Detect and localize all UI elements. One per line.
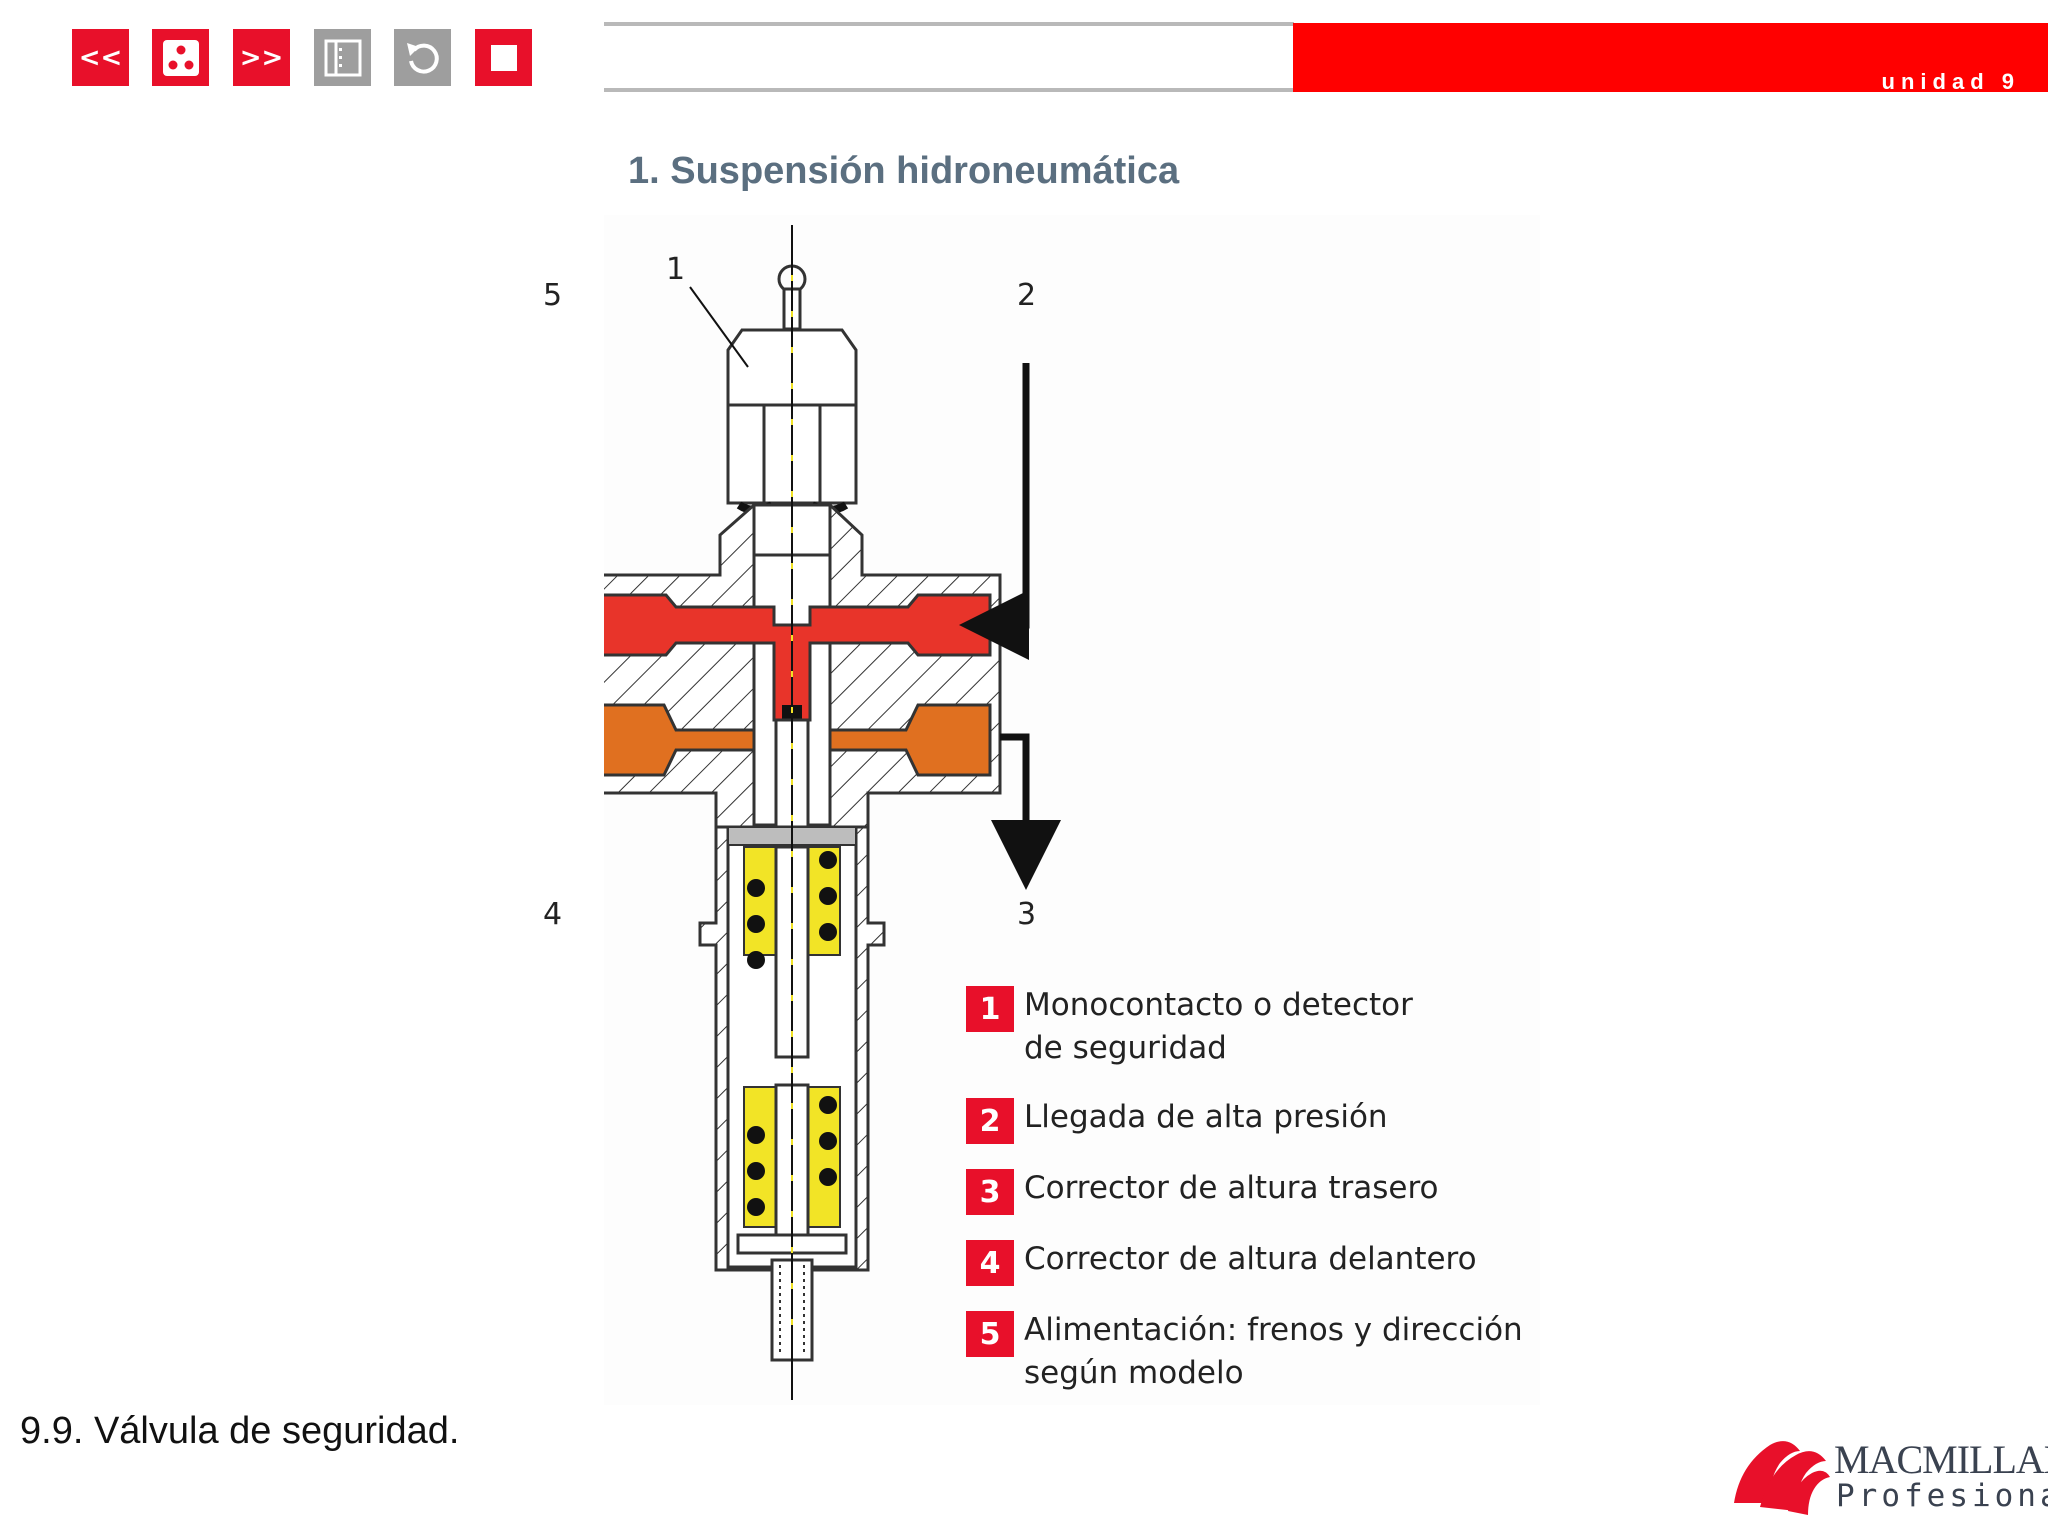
- publisher-logo-icon: [1734, 1441, 1830, 1515]
- contents-button[interactable]: [314, 29, 371, 86]
- legend-item-1: 1 Monocontacto o detector de seguridad: [966, 986, 1413, 1070]
- legend-text-2: Llegada de alta presión: [1024, 1099, 1388, 1135]
- part-number-1: 1: [666, 252, 686, 287]
- previous-label: <<: [78, 42, 123, 73]
- unit-banner: unidad 9: [1293, 23, 2048, 94]
- index-button[interactable]: [152, 29, 209, 86]
- unit-label: unidad 9: [1881, 69, 2020, 94]
- list-icon: [324, 39, 361, 76]
- dice-icon: [162, 39, 199, 76]
- legend-badge-2: 2: [966, 1098, 1014, 1144]
- safety-valve-diagram: [604, 225, 1061, 1400]
- next-label: >>: [239, 42, 284, 73]
- port-label-5: 5: [543, 278, 563, 313]
- legend-text-5: Alimentación: frenos y dirección según m…: [1024, 1309, 1523, 1395]
- stop-button[interactable]: [475, 29, 532, 86]
- legend-item-5: 5 Alimentación: frenos y dirección según…: [966, 1311, 1523, 1395]
- port-label-4: 4: [543, 897, 563, 932]
- legend-item-2: 2 Llegada de alta presión: [966, 1098, 1388, 1144]
- legend-text-3: Corrector de altura trasero: [1024, 1170, 1439, 1206]
- legend-line: Alimentación: frenos y dirección: [1024, 1312, 1523, 1348]
- publisher-subtitle: Profesional: [1836, 1478, 2048, 1514]
- legend-item-4: 4 Corrector de altura delantero: [966, 1240, 1477, 1286]
- legend-item-3: 3 Corrector de altura trasero: [966, 1169, 1438, 1215]
- previous-button[interactable]: <<: [72, 29, 129, 86]
- port-label-3: 3: [1017, 897, 1037, 932]
- legend-badge-3: 3: [966, 1169, 1014, 1215]
- publisher-name: MACMILLAN: [1834, 1437, 2048, 1482]
- legend-text-1: Monocontacto o detector de seguridad: [1024, 984, 1413, 1070]
- figure-caption: 9.9. Válvula de seguridad.: [20, 1410, 460, 1452]
- port-label-2: 2: [1017, 278, 1037, 313]
- arrow-port-2: [959, 363, 1030, 660]
- next-button[interactable]: >>: [233, 29, 290, 86]
- legend-line: de seguridad: [1024, 1030, 1227, 1066]
- header-bar: [604, 22, 1294, 92]
- legend-badge-5: 5: [966, 1311, 1014, 1357]
- diagram-panel: [604, 215, 1540, 1405]
- legend-badge-1: 1: [966, 986, 1014, 1032]
- legend-badge-4: 4: [966, 1240, 1014, 1286]
- section-title: 1. Suspensión hidroneumática: [628, 150, 1180, 192]
- back-button[interactable]: [394, 29, 451, 86]
- leader-line-1: [689, 286, 749, 368]
- outlet-channel: [604, 703, 756, 777]
- stop-icon: [490, 44, 517, 71]
- legend-text-4: Corrector de altura delantero: [1024, 1241, 1477, 1277]
- arrow-port-3: [991, 733, 1061, 890]
- undo-icon: [406, 42, 439, 74]
- legend-line: Monocontacto o detector: [1024, 987, 1413, 1023]
- legend-line: según modelo: [1024, 1355, 1244, 1391]
